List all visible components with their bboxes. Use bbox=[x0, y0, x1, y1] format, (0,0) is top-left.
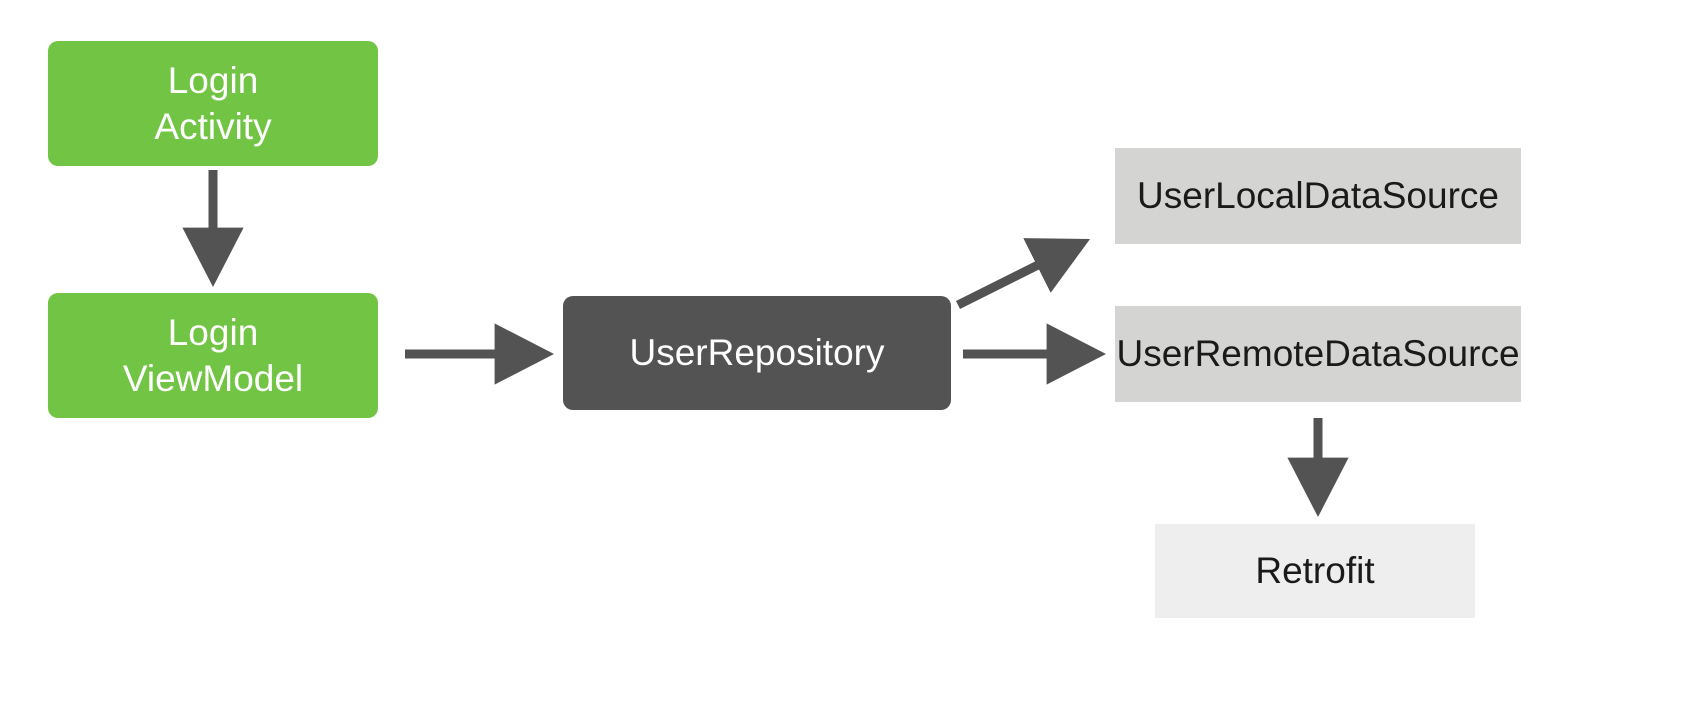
node-retrofit-label: Retrofit bbox=[1255, 550, 1375, 592]
node-user-local-data-source-label: UserLocalDataSource bbox=[1137, 175, 1499, 217]
node-login-viewmodel-label: Login ViewModel bbox=[122, 312, 304, 399]
node-login-activity[interactable]: Login Activity bbox=[48, 41, 378, 166]
node-login-viewmodel[interactable]: Login ViewModel bbox=[48, 293, 378, 418]
node-user-local-data-source[interactable]: UserLocalDataSource bbox=[1115, 148, 1521, 244]
node-user-repository[interactable]: UserRepository bbox=[563, 296, 951, 410]
node-user-repository-label: UserRepository bbox=[629, 332, 885, 374]
node-user-remote-data-source-label: UserRemoteDataSource bbox=[1116, 333, 1520, 375]
node-login-activity-label: Login Activity bbox=[154, 60, 272, 147]
edge-repository-to-local bbox=[955, 238, 1091, 310]
node-retrofit[interactable]: Retrofit bbox=[1155, 524, 1475, 618]
node-user-remote-data-source[interactable]: UserRemoteDataSource bbox=[1115, 306, 1521, 402]
